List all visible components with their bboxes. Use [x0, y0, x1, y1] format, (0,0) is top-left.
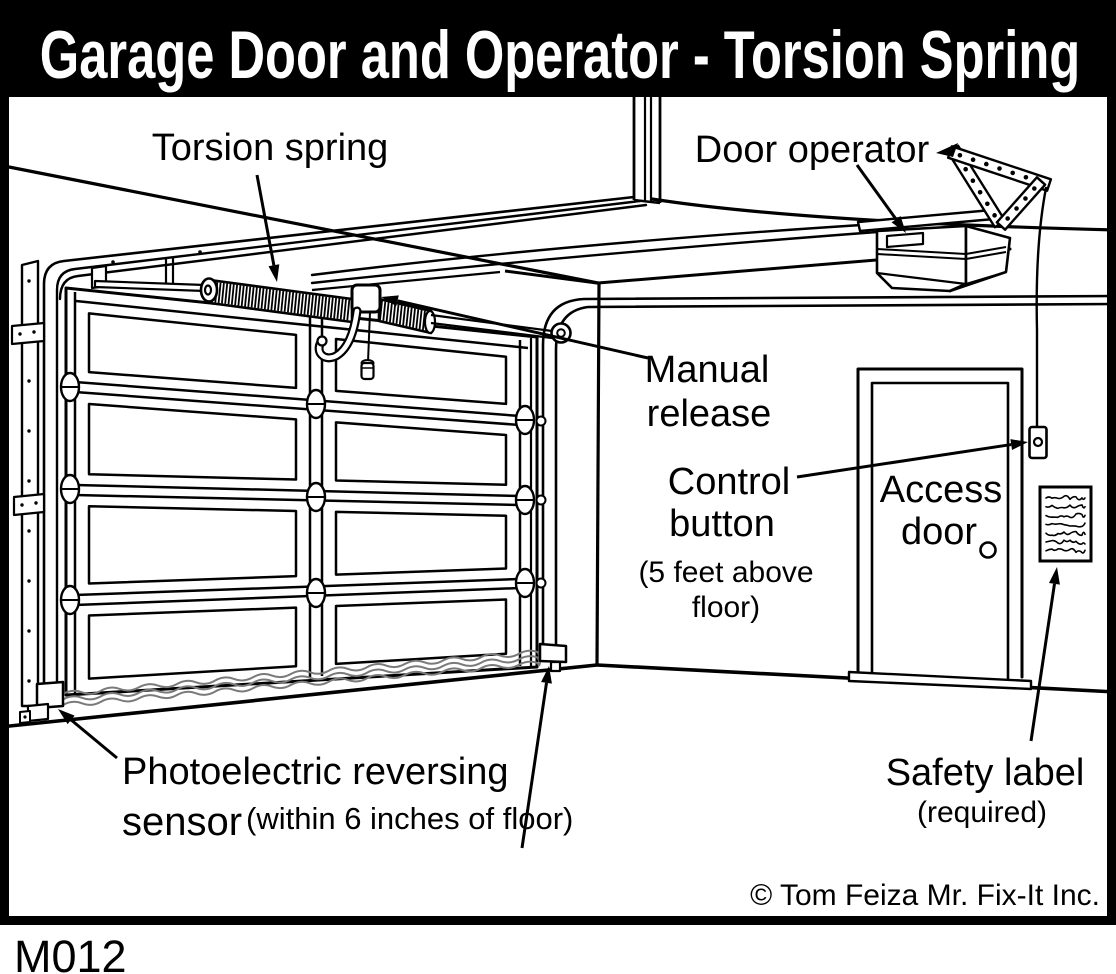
svg-text:release: release — [647, 393, 772, 435]
svg-text:Control: Control — [668, 461, 791, 503]
svg-text:Access: Access — [880, 469, 1002, 511]
svg-text:Safety label: Safety label — [886, 752, 1085, 794]
svg-text:Manual: Manual — [645, 349, 770, 391]
svg-text:Torsion spring: Torsion spring — [152, 127, 389, 169]
svg-text:(5 feet above: (5 feet above — [638, 556, 813, 589]
svg-text:door: door — [901, 511, 977, 553]
svg-text:button: button — [669, 503, 775, 545]
svg-text:floor): floor) — [692, 591, 760, 624]
svg-text:(within 6 inches of floor): (within 6 inches of floor) — [246, 801, 573, 836]
svg-text:(required): (required) — [917, 796, 1047, 829]
svg-text:Garage Door and Operator - Tor: Garage Door and Operator - Torsion Sprin… — [40, 17, 1080, 93]
svg-text:sensor: sensor — [122, 800, 242, 844]
svg-text:Door operator: Door operator — [695, 129, 930, 171]
svg-text:Photoelectric reversing: Photoelectric reversing — [122, 751, 509, 793]
svg-text:M012: M012 — [14, 931, 127, 974]
svg-text:© Tom Feiza Mr. Fix-It Inc.: © Tom Feiza Mr. Fix-It Inc. — [750, 879, 1100, 912]
